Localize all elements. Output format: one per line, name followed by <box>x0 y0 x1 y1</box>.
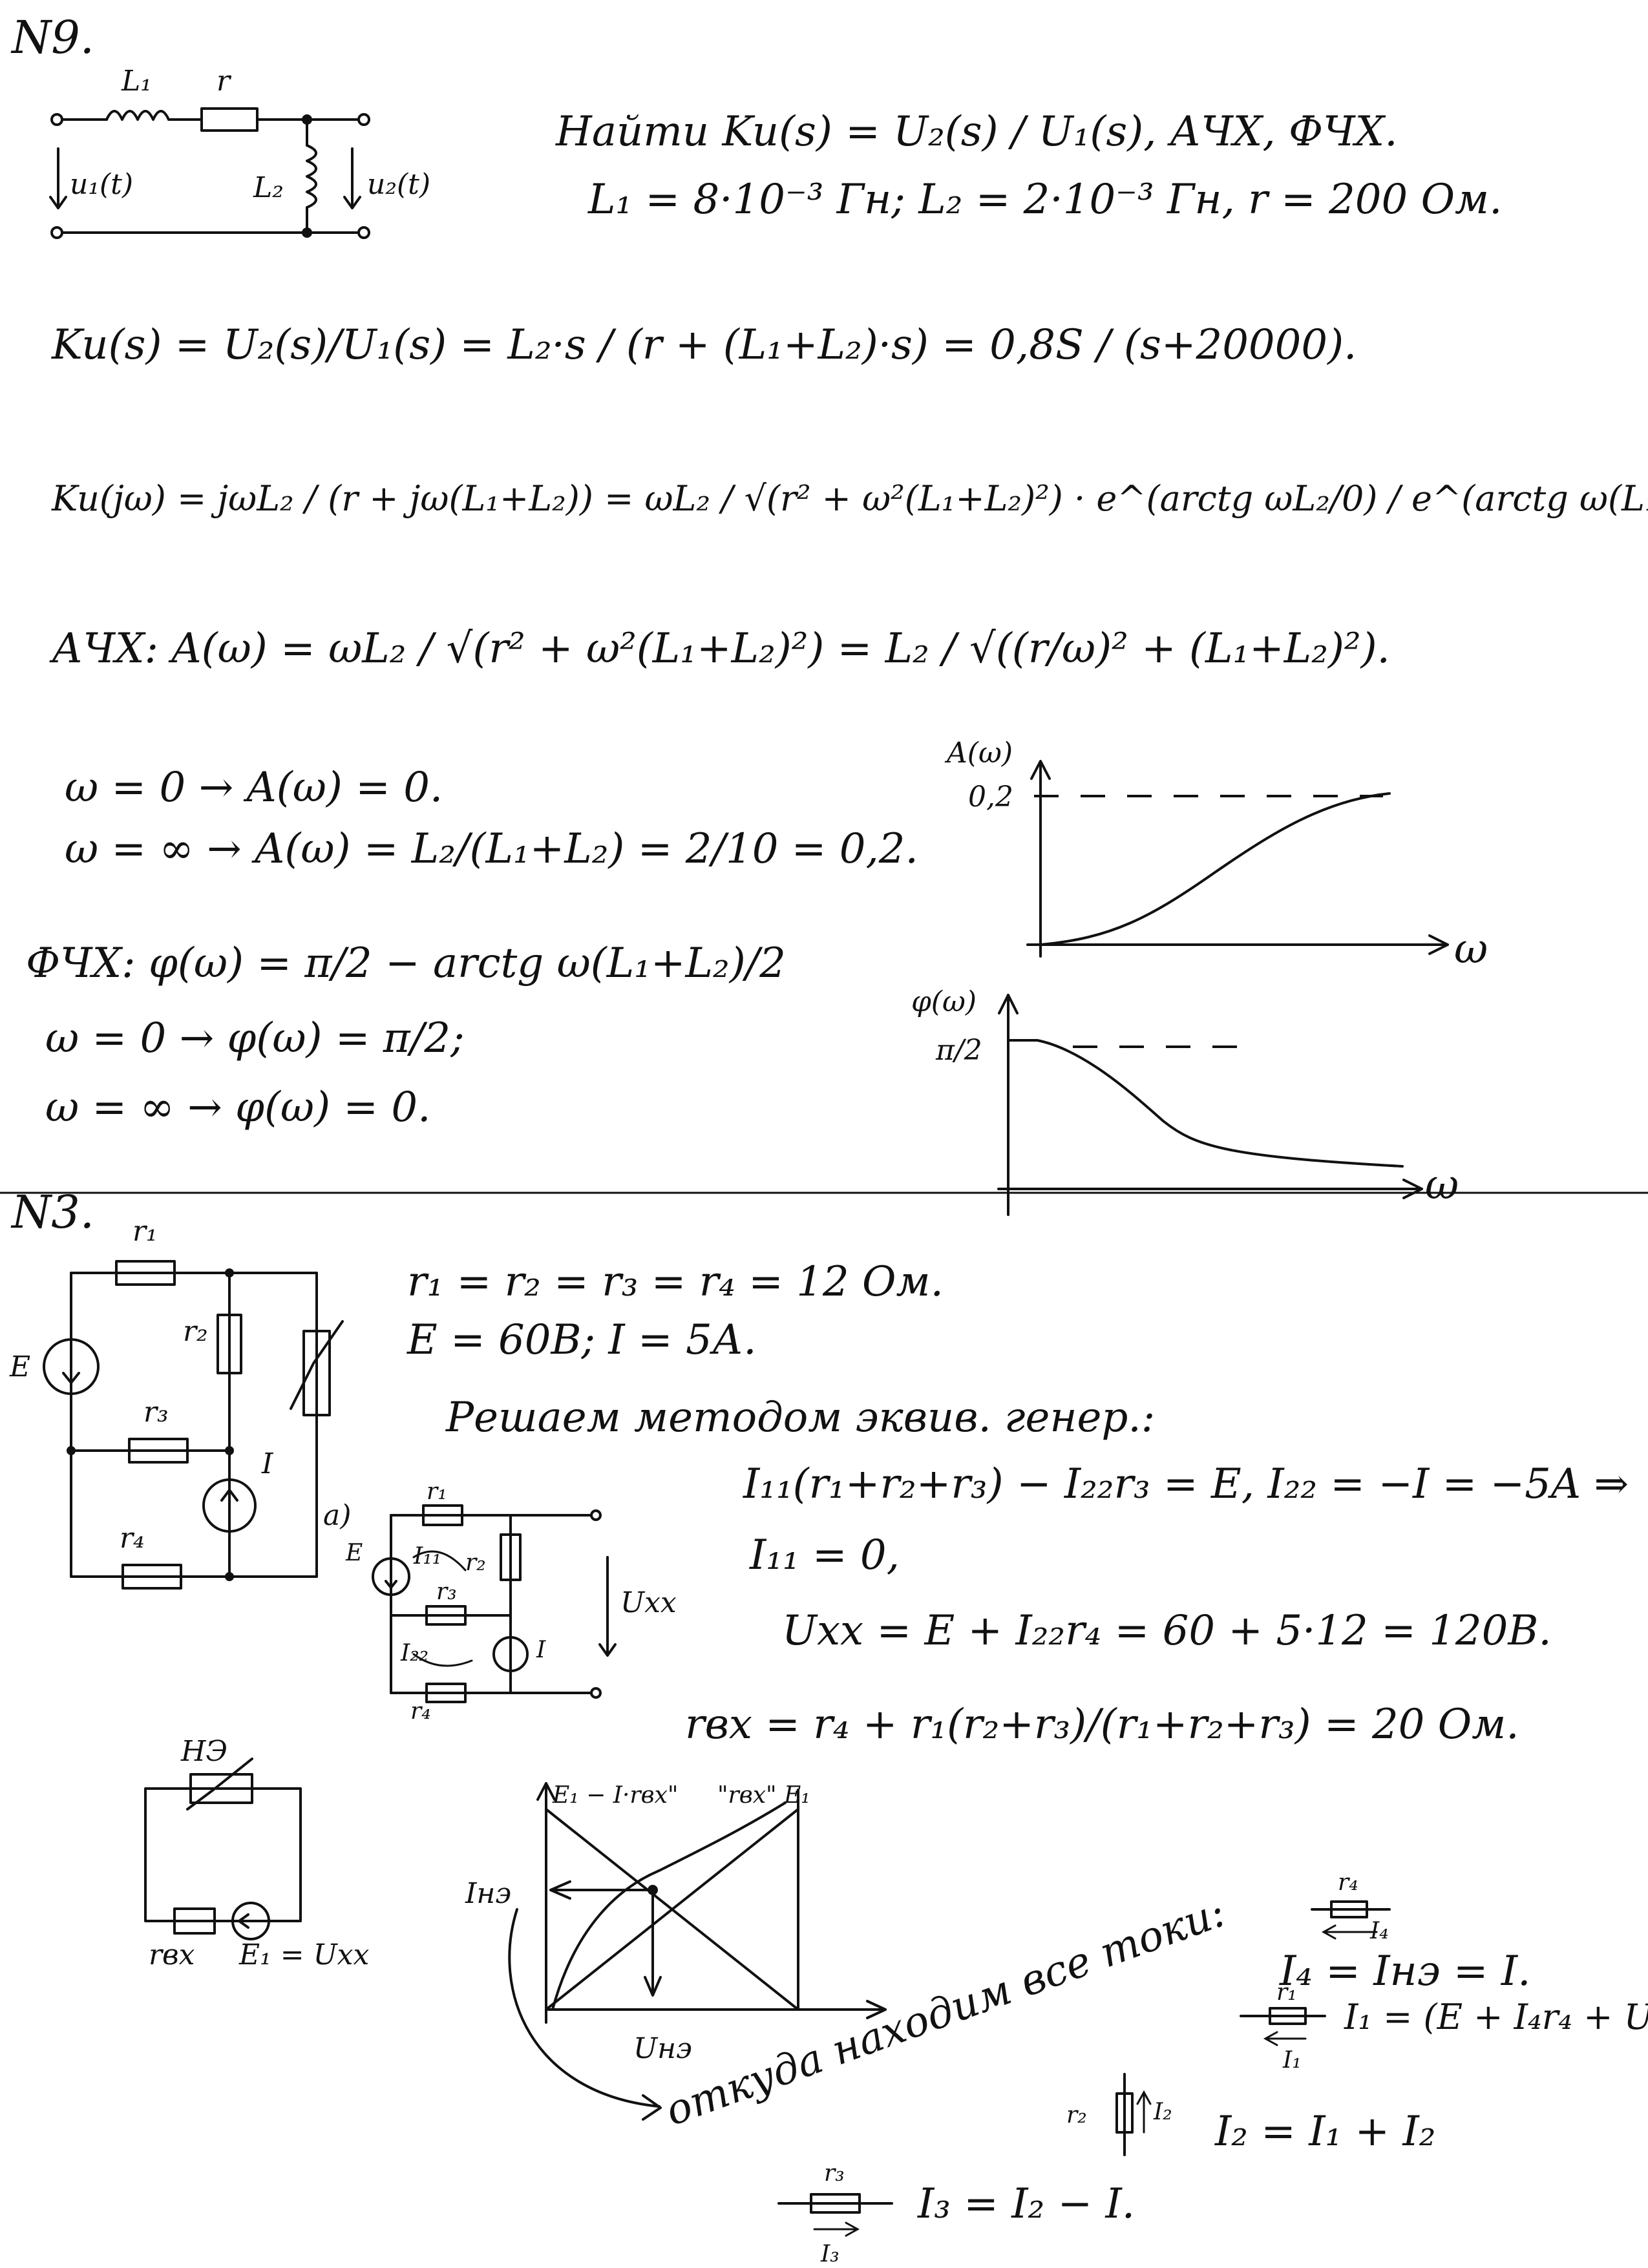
inductor-l2 <box>306 144 317 209</box>
equation-uxx: Uxx = E + I₂₂r₄ = 60 + 5·12 = 120В. <box>782 1607 1552 1655</box>
equation-i11: I₁₁ = 0, <box>749 1531 900 1579</box>
label-u2: u₂(t) <box>367 168 430 201</box>
graph-a-asymptote: 0,2 <box>968 781 1013 814</box>
label-l2: L₂ <box>253 171 284 204</box>
c3a-label-uxx: Uxx <box>620 1586 677 1619</box>
svg-text:r₂: r₂ <box>1066 2102 1087 2128</box>
current-r4: r₄ I₄ <box>1311 1869 1391 1944</box>
c3-label-r2: r₂ <box>183 1315 208 1348</box>
note-find-currents: откуда находим все токи: <box>659 1888 1231 2136</box>
svg-text:I₂: I₂ <box>1153 2099 1172 2125</box>
circuit-3: r₁ r₂ r₃ r₄ E I <box>9 1215 344 1590</box>
source-i <box>202 1478 257 1533</box>
method-statement: Решаем методом эквив. генер.: <box>445 1394 1155 1442</box>
graph-phi-ylabel: φ(ω) <box>911 985 977 1018</box>
graph-label-left: E₁ − I·rвх" <box>552 1782 678 1809</box>
graph-a-xlabel: ω <box>1454 925 1488 973</box>
phase-curve <box>1007 1039 1404 1168</box>
circuit-9: L₁ r L₂ u₁(t) u₂(t) <box>49 65 430 239</box>
c3a-label-r3: r₃ <box>436 1579 457 1605</box>
equation-rvx: rвх = r₄ + r₁(r₂+r₃)/(r₁+r₂+r₃) = 20 Ом. <box>685 1701 1519 1748</box>
resistor-r2 <box>217 1314 242 1374</box>
resistor-r1 <box>115 1260 176 1286</box>
c3-label-r1: r₁ <box>132 1215 158 1248</box>
c3a-label-e: E <box>345 1540 363 1566</box>
graph-label-ine: Iнэ <box>465 1877 511 1910</box>
nonlinear-element <box>302 1330 331 1416</box>
equivalent-circuit: НЭ rвх E₁ = Uxx <box>144 1735 369 1971</box>
svg-text:r₄: r₄ <box>1338 1869 1358 1896</box>
given-sources: E = 60В; I = 5А. <box>407 1316 757 1364</box>
svg-text:I₃: I₃ <box>820 2241 840 2267</box>
c3-label-r4: r₄ <box>120 1522 145 1555</box>
equation-i4: I₄ = Iнэ = I. <box>1279 1948 1530 1995</box>
svg-text:I₁: I₁ <box>1282 2047 1302 2074</box>
problem-9-number: N9. <box>10 11 94 64</box>
pfc-limit-infinity: ω = ∞ → φ(ω) = 0. <box>45 1084 430 1131</box>
graph-label-une: Uнэ <box>633 2032 692 2065</box>
c3a-label-i22: I₂₂ <box>400 1640 428 1666</box>
current-r2: r₂ I₂ <box>1066 2073 1172 2156</box>
load-line-graph: E₁ − I·rвх" "rвх" E₁ Iнэ Uнэ <box>465 1782 887 2121</box>
current-r3: r₃ I₃ <box>777 2160 893 2267</box>
graph-phi-xlabel: ω <box>1425 1161 1459 1209</box>
graph-phase: φ(ω) π/2 ω <box>911 985 1459 1216</box>
c3a-label-r1: r₁ <box>427 1478 447 1505</box>
task-statement: Найти Ku(s) = U₂(s) / U₁(s), АЧХ, ФЧХ. <box>555 108 1398 156</box>
equation-ku-s: Ku(s) = U₂(s)/U₁(s) = L₂·s / (r + (L₁+L₂… <box>51 321 1357 369</box>
c3a-label-r2: r₂ <box>465 1549 486 1576</box>
problem-3-number: N3. <box>10 1186 94 1239</box>
amplitude-curve <box>1039 792 1391 946</box>
equation-pfc: ФЧХ: φ(ω) = π/2 − arctg ω(L₁+L₂)/2 <box>26 940 786 987</box>
equation-mesh: I₁₁(r₁+r₂+r₃) − I₂₂r₃ = E, I₂₂ = −I = −5… <box>743 1460 1629 1508</box>
eq-label-e1: E₁ = Uxx <box>238 1938 369 1971</box>
equation-ku-jw: Ku(jω) = jωL₂ / (r + jω(L₁+L₂)) = ωL₂ / … <box>51 478 1648 519</box>
label-r: r <box>217 65 232 98</box>
graph-a-ylabel: A(ω) <box>944 737 1013 770</box>
given-values-9: L₁ = 8·10⁻³ Гн; L₂ = 2·10⁻³ Гн, r = 200 … <box>587 176 1502 224</box>
eq-label-ne: НЭ <box>180 1735 227 1768</box>
c3-label-i: I <box>261 1447 274 1480</box>
resistor-r4 <box>121 1564 182 1590</box>
label-l1: L₁ <box>121 65 152 98</box>
afc-limit-zero: ω = 0 → A(ω) = 0. <box>65 764 443 812</box>
svg-text:I₄: I₄ <box>1369 1918 1389 1944</box>
c3a-tag: а) <box>323 1499 351 1532</box>
c3-label-r3: r₃ <box>143 1396 169 1429</box>
resistor-r <box>200 107 259 132</box>
graph-label-right: "rвх" E₁ <box>717 1782 810 1809</box>
resistor-r3 <box>128 1438 189 1464</box>
c3a-label-r4: r₄ <box>410 1698 431 1725</box>
c3-label-e: E <box>9 1350 30 1383</box>
c3a-label-i: I <box>536 1637 546 1663</box>
graph-phi-asymptote: π/2 <box>935 1034 982 1067</box>
source-e <box>43 1338 100 1395</box>
eq-label-rvx: rвх <box>149 1938 195 1971</box>
equation-i3: I₃ = I₂ − I. <box>917 2180 1135 2228</box>
pfc-limit-zero: ω = 0 → φ(ω) = π/2; <box>45 1014 465 1062</box>
circuit-3a: а) r₁ r₂ r₃ r₄ E I I₁₁ I₂₂ Uxx <box>323 1478 677 1725</box>
graph-amplitude: A(ω) 0,2 ω <box>944 737 1488 973</box>
equation-afc: АЧХ: A(ω) = ωL₂ / √(r² + ω²(L₁+L₂)²) = L… <box>49 625 1390 673</box>
afc-limit-infinity: ω = ∞ → A(ω) = L₂/(L₁+L₂) = 2/10 = 0,2. <box>65 825 918 873</box>
label-u1: u₁(t) <box>70 168 133 201</box>
given-resistances: r₁ = r₂ = r₃ = r₄ = 12 Ом. <box>407 1258 944 1306</box>
inductor-l1 <box>105 110 170 121</box>
equation-i2: I₂ = I₁ + I₂ <box>1214 2108 1435 2156</box>
svg-text:r₁: r₁ <box>1276 1979 1297 2006</box>
equation-i1: I₁ = (E + I₄r₄ + Uнэ) / r₁ <box>1344 1997 1648 2037</box>
c3a-label-i11: I₁₁ <box>413 1543 441 1570</box>
svg-text:r₃: r₃ <box>824 2160 845 2187</box>
current-r1: r₁ I₁ <box>1240 1979 1326 2074</box>
